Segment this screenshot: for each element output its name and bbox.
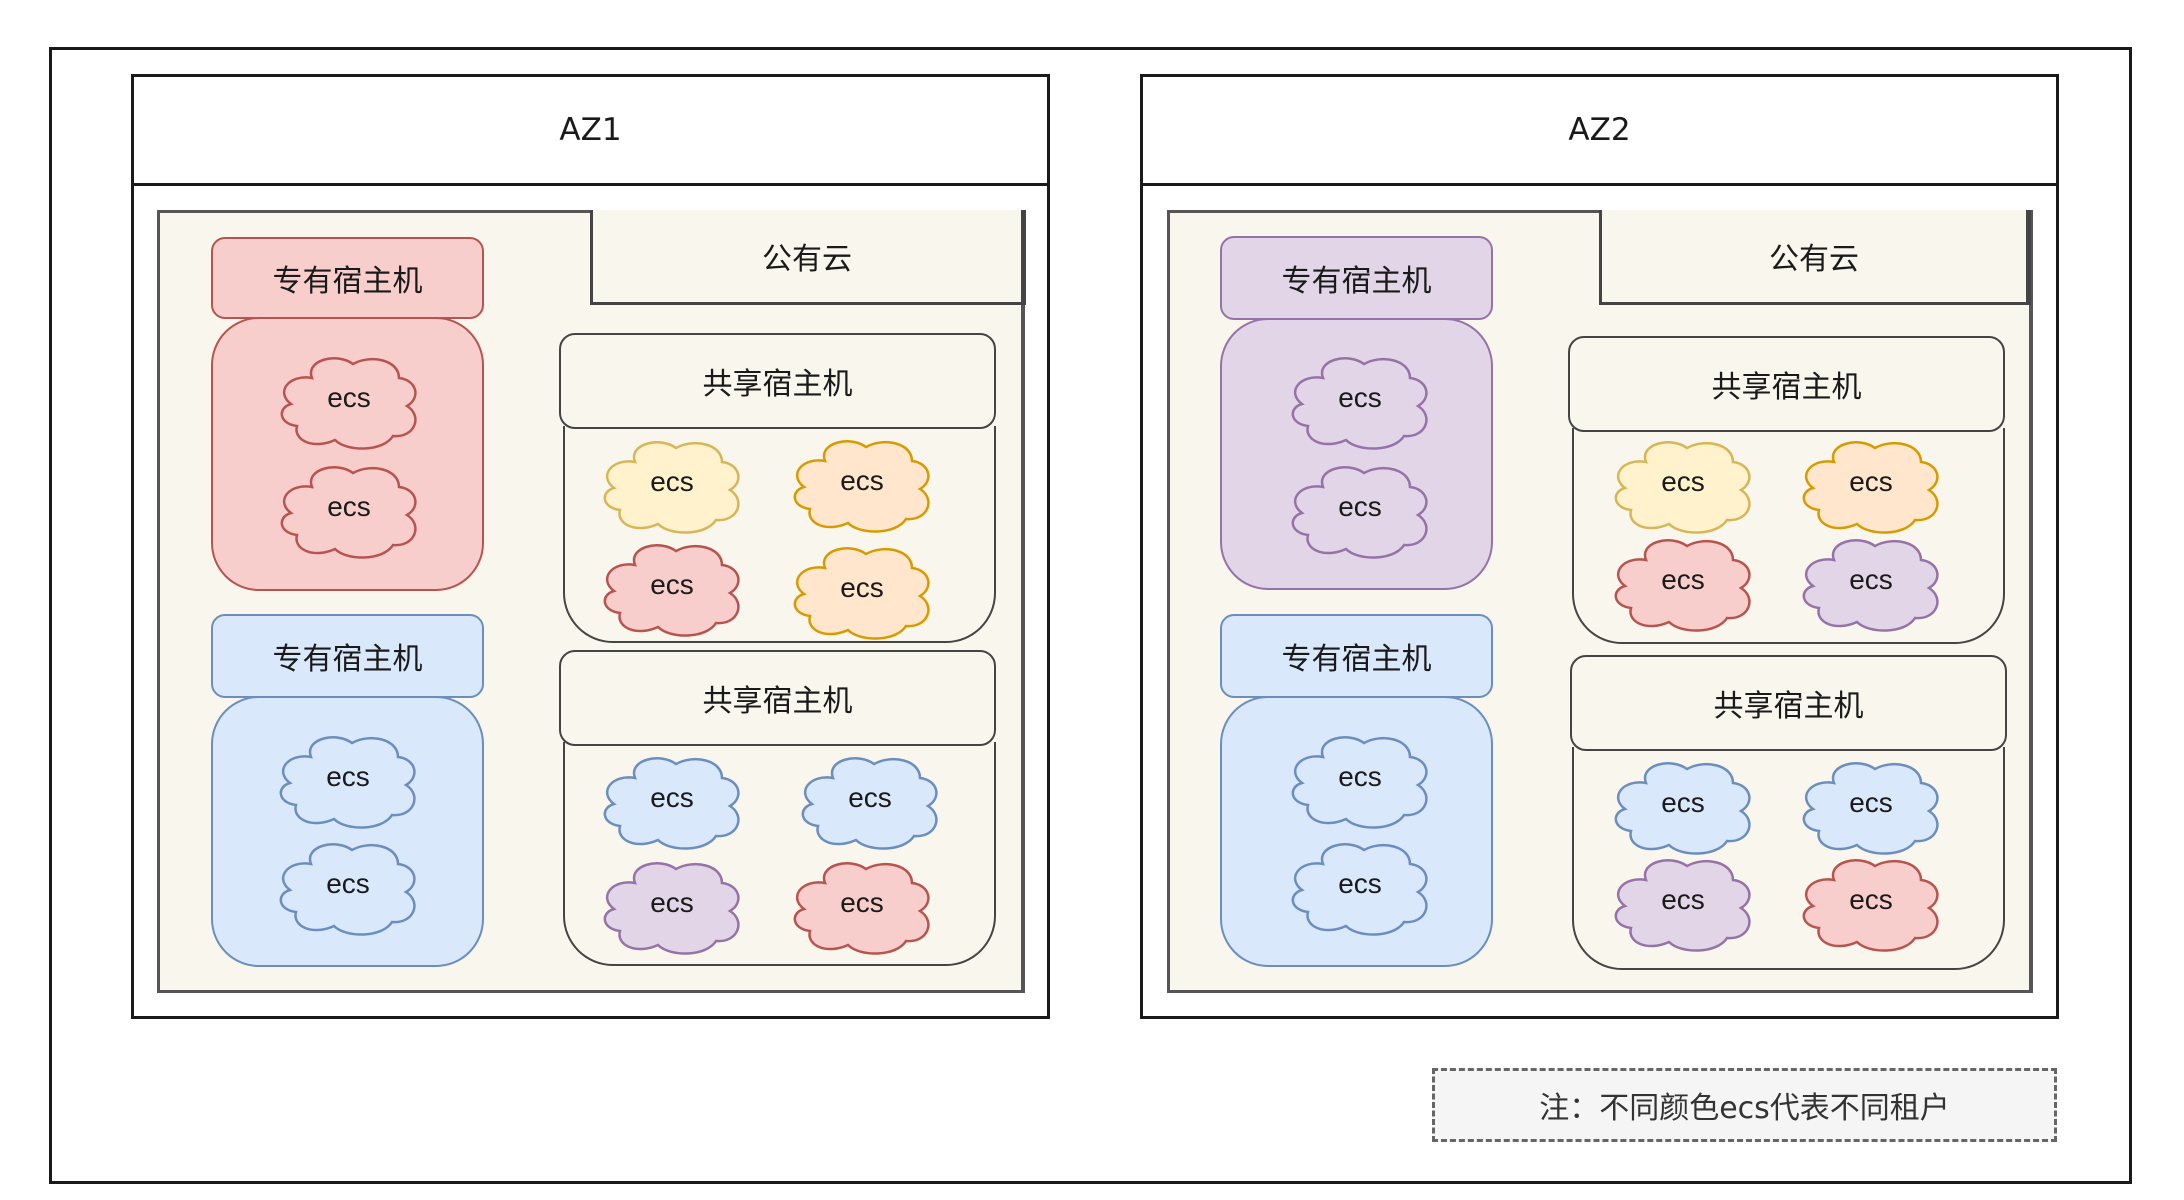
cloud-icon	[801, 757, 938, 850]
cloud-icon	[280, 466, 417, 559]
az2-shared-host-1-header: 共享宿主机	[1568, 336, 2005, 432]
cloud-icon	[1291, 736, 1428, 829]
ecs-label: ecs	[650, 466, 694, 497]
ecs-label: ecs	[1661, 884, 1705, 915]
cloud-icon	[793, 547, 930, 640]
cloud-icon	[280, 357, 417, 450]
cloud-icon	[1291, 357, 1428, 450]
ecs-instance: ecs	[1609, 854, 1757, 952]
ecs-instance: ecs	[598, 436, 746, 534]
ecs-instance: ecs	[598, 539, 746, 637]
ecs-label: ecs	[1338, 761, 1382, 792]
ecs-instance: ecs	[1609, 436, 1757, 534]
ecs-label: ecs	[1661, 564, 1705, 595]
ecs-label: ecs	[1661, 466, 1705, 497]
cloud-icon	[603, 544, 740, 637]
az1-dedicated-host-1-header: 专有宿主机	[211, 237, 484, 319]
ecs-label: ecs	[1849, 466, 1893, 497]
ecs-instance: ecs	[598, 857, 746, 955]
ecs-instance: ecs	[1797, 757, 1945, 855]
cloud-icon	[603, 757, 740, 850]
ecs-instance: ecs	[1797, 854, 1945, 952]
az1-shared-host-1-header: 共享宿主机	[559, 333, 996, 429]
ecs-instance: ecs	[1797, 534, 1945, 632]
az1-public-cloud-tab: 公有云	[590, 210, 1026, 305]
cloud-icon	[793, 440, 930, 533]
ecs-label: ecs	[1338, 382, 1382, 413]
cloud-icon	[1614, 762, 1751, 855]
ecs-label: ecs	[326, 761, 370, 792]
ecs-label: ecs	[327, 382, 371, 413]
cloud-icon	[279, 843, 416, 936]
cloud-icon	[1802, 441, 1939, 534]
ecs-label: ecs	[650, 782, 694, 813]
cloud-icon	[279, 736, 416, 829]
ecs-instance: ecs	[788, 857, 936, 955]
az2-shared-host-2-header: 共享宿主机	[1570, 655, 2007, 751]
ecs-instance: ecs	[788, 435, 936, 533]
az1-dedicated-host-2-header: 专有宿主机	[211, 614, 484, 698]
ecs-instance: ecs	[275, 461, 423, 559]
ecs-instance: ecs	[275, 352, 423, 450]
ecs-instance: ecs	[1286, 461, 1434, 559]
cloud-icon	[603, 862, 740, 955]
ecs-label: ecs	[1849, 564, 1893, 595]
az1-title: AZ1	[134, 77, 1047, 186]
ecs-label: ecs	[840, 887, 884, 918]
ecs-label: ecs	[1849, 787, 1893, 818]
ecs-label: ecs	[650, 887, 694, 918]
ecs-label: ecs	[326, 868, 370, 899]
ecs-label: ecs	[840, 572, 884, 603]
ecs-instance: ecs	[274, 838, 422, 936]
ecs-instance: ecs	[1609, 534, 1757, 632]
cloud-icon	[1291, 466, 1428, 559]
cloud-icon	[603, 441, 740, 534]
ecs-label: ecs	[1338, 868, 1382, 899]
cloud-icon	[1614, 859, 1751, 952]
cloud-icon	[1802, 539, 1939, 632]
cloud-icon	[1291, 843, 1428, 936]
ecs-instance: ecs	[1286, 352, 1434, 450]
ecs-label: ecs	[1661, 787, 1705, 818]
ecs-instance: ecs	[1609, 757, 1757, 855]
ecs-label: ecs	[840, 465, 884, 496]
ecs-label: ecs	[650, 569, 694, 600]
az2-dedicated-host-2-header: 专有宿主机	[1220, 614, 1493, 698]
ecs-instance: ecs	[1286, 838, 1434, 936]
ecs-instance: ecs	[796, 752, 944, 850]
ecs-instance: ecs	[274, 731, 422, 829]
ecs-instance: ecs	[598, 752, 746, 850]
az2-dedicated-host-1-header: 专有宿主机	[1220, 236, 1493, 320]
cloud-icon	[1614, 539, 1751, 632]
az2-public-cloud-tab: 公有云	[1599, 210, 2031, 305]
ecs-label: ecs	[1849, 884, 1893, 915]
ecs-instance: ecs	[788, 542, 936, 640]
ecs-instance: ecs	[1286, 731, 1434, 829]
cloud-icon	[1614, 441, 1751, 534]
cloud-icon	[1802, 859, 1939, 952]
ecs-instance: ecs	[1797, 436, 1945, 534]
cloud-icon	[1802, 762, 1939, 855]
ecs-label: ecs	[327, 491, 371, 522]
ecs-label: ecs	[1338, 491, 1382, 522]
legend-note: 注：不同颜色ecs代表不同租户	[1432, 1068, 2057, 1142]
ecs-label: ecs	[848, 782, 892, 813]
az2-title: AZ2	[1143, 77, 2056, 186]
az1-shared-host-2-header: 共享宿主机	[559, 650, 996, 746]
cloud-icon	[793, 862, 930, 955]
